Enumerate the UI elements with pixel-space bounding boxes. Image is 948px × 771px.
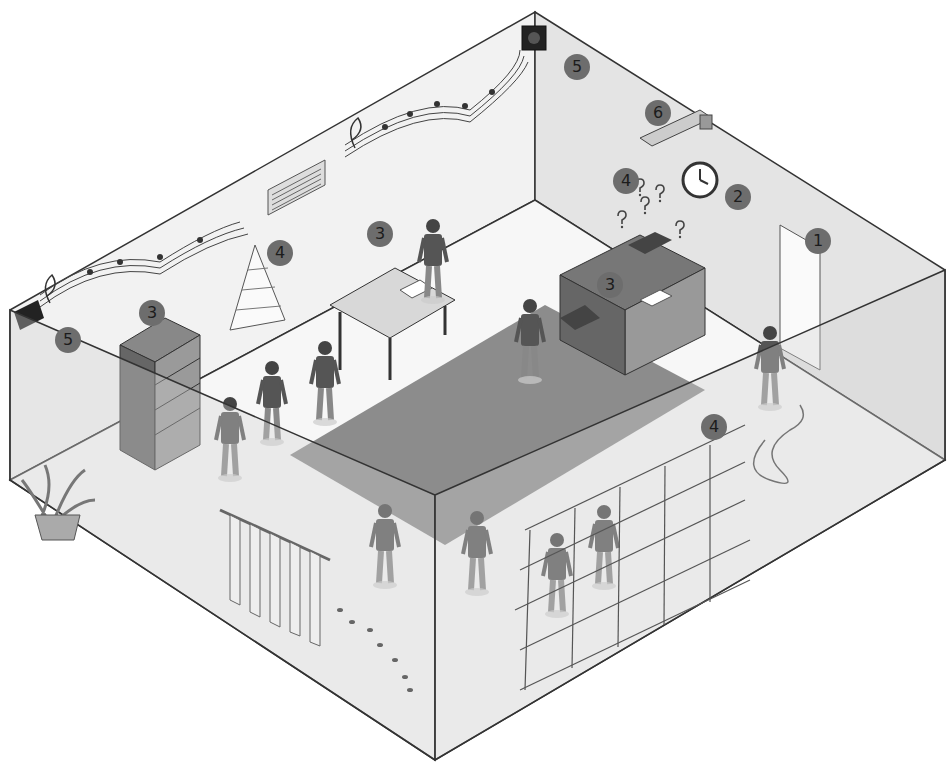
- callout-number: 3: [597, 272, 623, 298]
- callout-number: 3: [139, 300, 165, 326]
- callout-number: 5: [564, 54, 590, 80]
- callout-number: 4: [701, 414, 727, 440]
- callout-number: 2: [725, 184, 751, 210]
- callout-number: 4: [613, 168, 639, 194]
- camera-and-speakers: [14, 26, 712, 330]
- front-walls: [10, 270, 945, 760]
- callout-number: 3: [367, 221, 393, 247]
- callout-number: 6: [645, 100, 671, 126]
- callout-number: 4: [267, 240, 293, 266]
- callout-number: 5: [55, 327, 81, 353]
- callout-number: 1: [805, 228, 831, 254]
- room-walls: [10, 12, 945, 760]
